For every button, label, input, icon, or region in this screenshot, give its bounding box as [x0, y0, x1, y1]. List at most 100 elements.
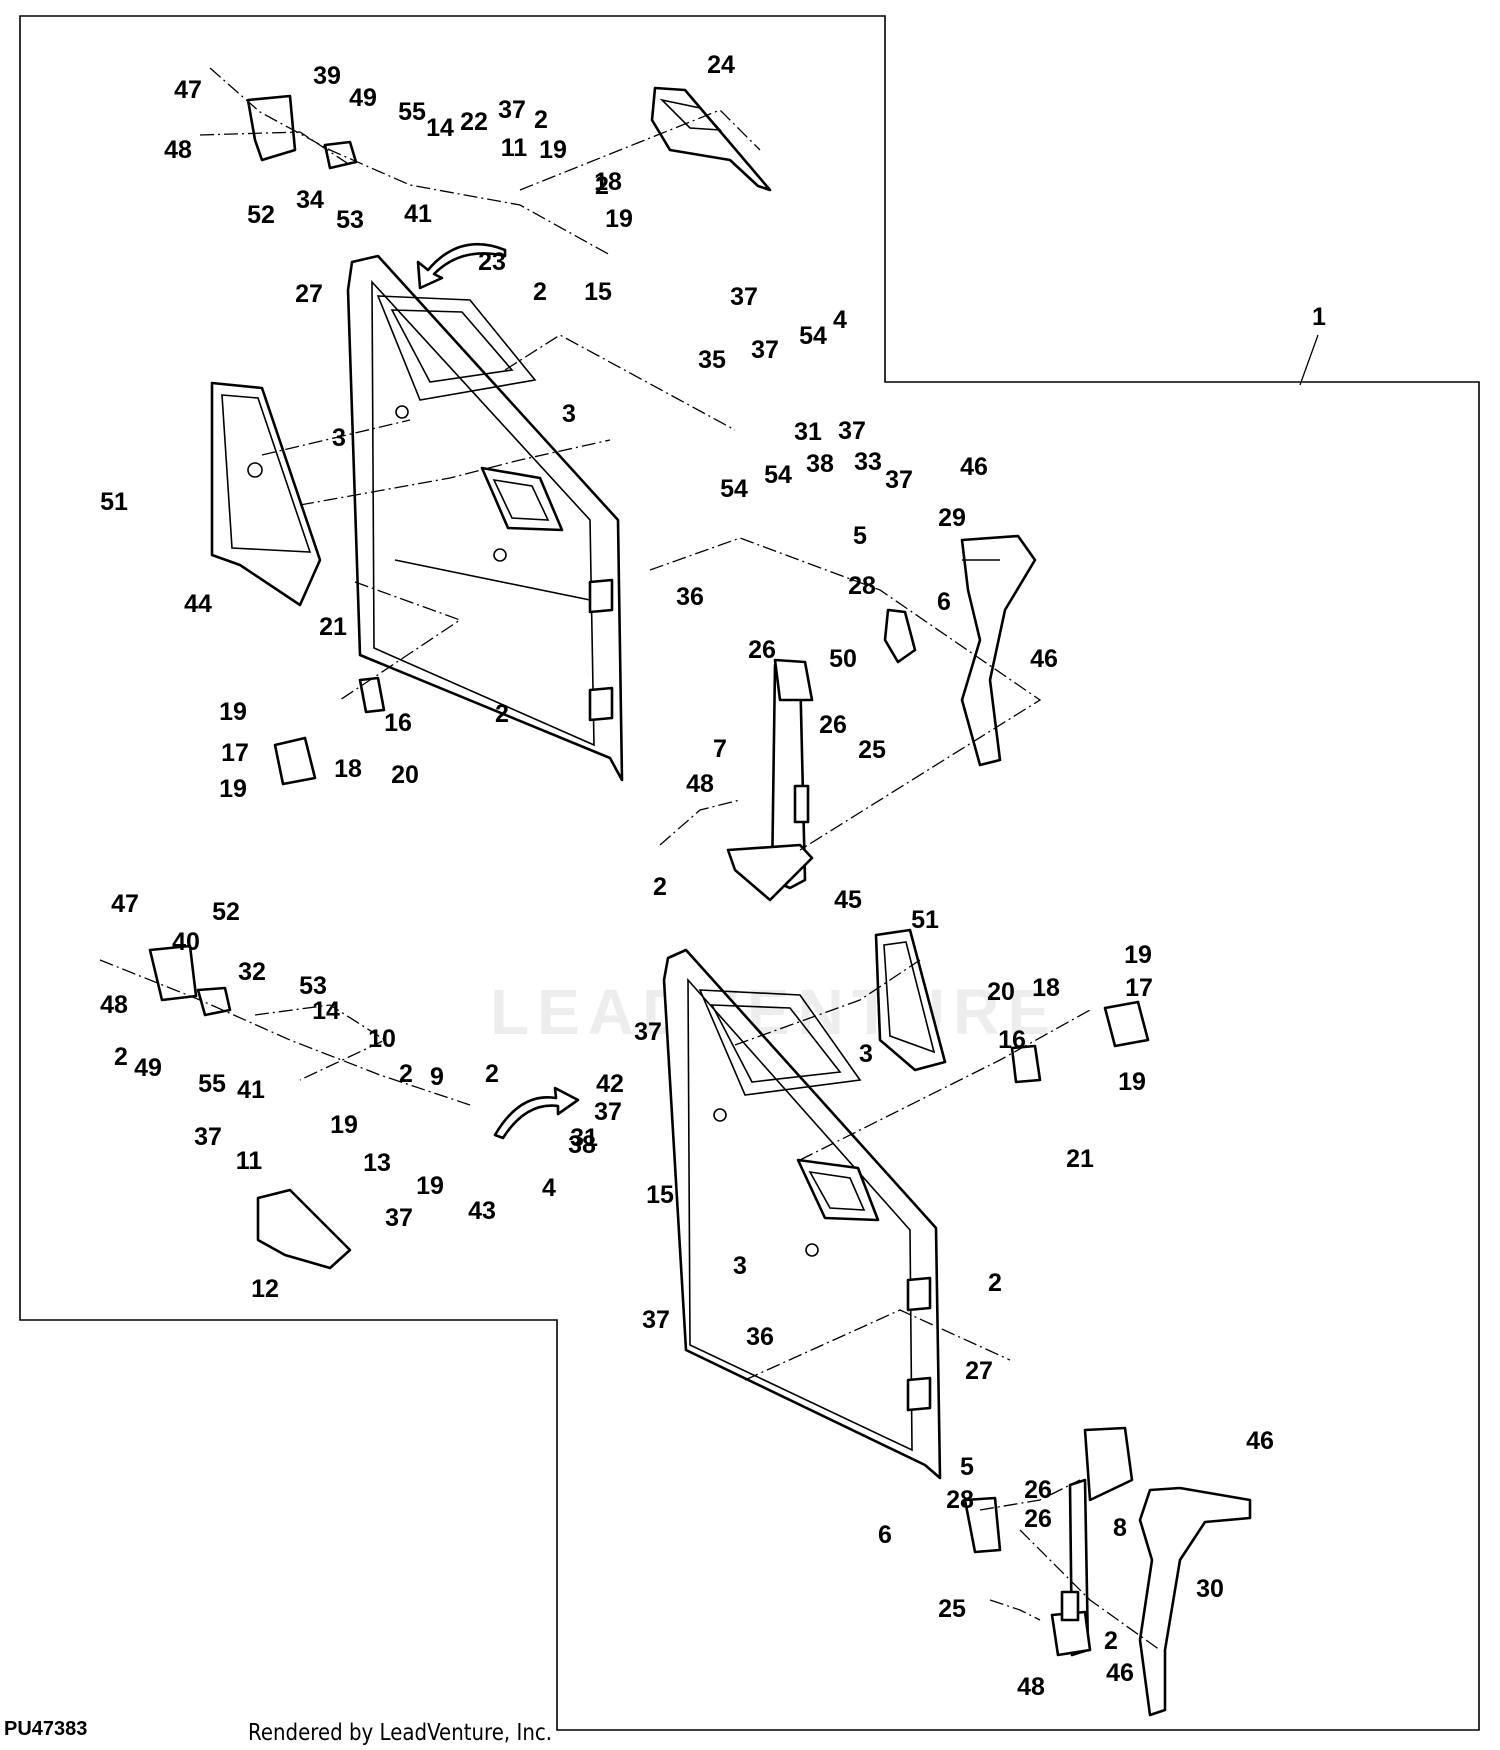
lower-hinge-cover — [256, 1188, 352, 1270]
callout-label: 52 — [247, 201, 275, 229]
callout-label: 2 — [653, 873, 667, 901]
callout-label: 14 — [426, 114, 454, 142]
lower-latch-bracket — [148, 944, 232, 1017]
callout-label: 17 — [1125, 974, 1153, 1002]
callout-label: 36 — [676, 583, 704, 611]
callout-label: 6 — [878, 1521, 892, 1549]
callout-label: 2 — [1104, 1627, 1118, 1655]
callout-label: 27 — [965, 1357, 993, 1385]
lower-hinge-bracket — [963, 1496, 1002, 1554]
upper-door-frame — [346, 254, 624, 782]
callout-label: 43 — [468, 1197, 496, 1225]
callout-label: 10 — [368, 1025, 396, 1053]
callout-label: 37 — [498, 96, 526, 124]
callout-label: 5 — [853, 522, 867, 550]
upper-door-inner-panel — [210, 381, 322, 607]
callout-label: 34 — [296, 186, 324, 214]
callout-label: 50 — [829, 645, 857, 673]
callout-label: 26 — [1024, 1505, 1052, 1533]
callout-label: 37 — [642, 1306, 670, 1334]
callout-label: 5 — [960, 1453, 974, 1481]
callout-label: 26 — [748, 636, 776, 664]
callout-label: 2 — [485, 1060, 499, 1088]
callout-label: 39 — [313, 62, 341, 90]
callout-label: 19 — [219, 775, 247, 803]
callout-label: 21 — [1066, 1145, 1094, 1173]
callout-label: 4 — [542, 1174, 556, 1202]
callout-label: 37 — [751, 336, 779, 364]
callout-label: 42 — [596, 1070, 624, 1098]
callout-label: 37 — [594, 1098, 622, 1126]
callout-label: 37 — [838, 417, 866, 445]
callout-label: 37 — [730, 283, 758, 311]
callout-label: 35 — [698, 346, 726, 374]
diagram-id: PU47383 — [4, 1718, 88, 1740]
rotation-arrow-lower — [493, 1086, 580, 1140]
callout-label: 21 — [319, 613, 347, 641]
callout-label: 55 — [398, 98, 426, 126]
callout-label: 18 — [1032, 974, 1060, 1002]
callout-label: 19 — [1124, 941, 1152, 969]
upper-post-cover — [960, 534, 1037, 767]
callout-label: 48 — [1017, 1673, 1045, 1701]
callout-label: 28 — [946, 1486, 974, 1514]
upper-door-post — [726, 658, 814, 902]
callout-label: 46 — [1106, 1659, 1134, 1687]
callout-label: 55 — [198, 1070, 226, 1098]
callout-label: 24 — [707, 51, 735, 79]
callout-label: 8 — [1113, 1514, 1127, 1542]
callout-label: 38 — [806, 450, 834, 478]
callout-label: 14 — [312, 997, 340, 1025]
callout-label: 19 — [219, 698, 247, 726]
callout-label: 37 — [194, 1123, 222, 1151]
callout-label: 45 — [834, 886, 862, 914]
callout-label: 49 — [134, 1054, 162, 1082]
callout-label: 48 — [100, 991, 128, 1019]
callout-label: 23 — [478, 248, 506, 276]
assembly-lines — [99, 67, 1161, 1651]
callout-label: 2 — [988, 1269, 1002, 1297]
callout-label: 1 — [1312, 303, 1326, 331]
callout-label: 54 — [799, 322, 827, 350]
callout-label: 19 — [330, 1111, 358, 1139]
callout-label: 41 — [237, 1076, 265, 1104]
watermark-text: LEADVENTURE — [490, 976, 1059, 1048]
callout-label: 51 — [911, 906, 939, 934]
rotation-arrow-upper — [416, 242, 507, 290]
callout-label: 33 — [854, 448, 882, 476]
callout-label: 6 — [937, 588, 951, 616]
lower-door-post — [1050, 1426, 1134, 1657]
callout-label: 25 — [858, 736, 886, 764]
assembly-boundary — [19, 15, 1480, 1731]
callout-label: 2 — [534, 106, 548, 134]
callout-label: 12 — [251, 1275, 279, 1303]
callout-label: 18 — [594, 168, 622, 196]
callout-label: 19 — [1118, 1068, 1146, 1096]
upper-hinge-cover — [650, 86, 772, 192]
callout-label: 49 — [349, 84, 377, 112]
callout-label: 36 — [746, 1323, 774, 1351]
render-credit: Rendered by LeadVenture, Inc. — [248, 1720, 553, 1746]
callout-label: 16 — [998, 1026, 1026, 1054]
leader-line-1 — [1299, 334, 1319, 386]
callout-label: 2 — [533, 278, 547, 306]
upper-latch-handle — [273, 676, 386, 786]
callout-label: 31 — [794, 418, 822, 446]
callout-label: 20 — [391, 761, 419, 789]
callout-label: 54 — [764, 461, 792, 489]
callout-label: 2 — [495, 700, 509, 728]
callout-label: 54 — [720, 475, 748, 503]
lower-post-cover — [1138, 1486, 1252, 1717]
callout-label: 37 — [885, 466, 913, 494]
callout-label: 52 — [212, 898, 240, 926]
callout-label: 53 — [299, 972, 327, 1000]
callout-label: 46 — [1030, 645, 1058, 673]
callout-label: 51 — [100, 488, 128, 516]
callout-label: 3 — [859, 1040, 873, 1068]
lower-latch-handle — [1010, 1000, 1150, 1084]
callout-label: 47 — [174, 76, 202, 104]
callout-label: 25 — [938, 1595, 966, 1623]
callout-label: 15 — [584, 278, 612, 306]
